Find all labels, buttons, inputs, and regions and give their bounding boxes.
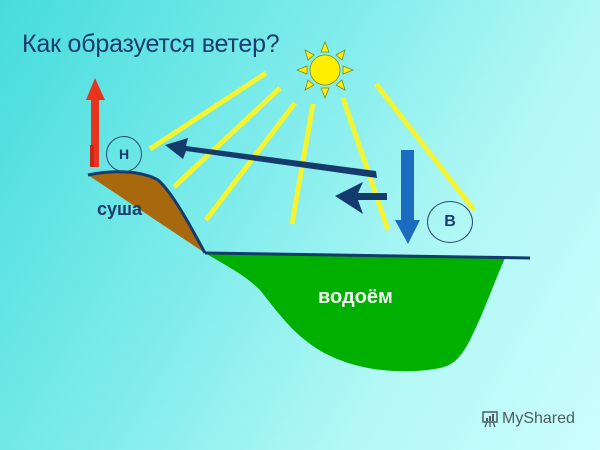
sun-rays xyxy=(148,70,476,231)
high-pressure-text: В xyxy=(444,213,456,230)
watermark-text: MyShared xyxy=(502,410,575,427)
shoreline xyxy=(204,251,531,260)
sun-ray xyxy=(148,70,268,152)
high-pressure-label: В xyxy=(427,201,473,243)
land-outline xyxy=(87,170,207,254)
page-title: Как образуется ветер? xyxy=(22,30,280,58)
presentation-board-icon xyxy=(482,411,498,428)
sun-ray xyxy=(172,86,282,189)
land-shape xyxy=(88,171,205,253)
lower-wind-arrow-icon xyxy=(335,182,387,214)
wind-arrows xyxy=(165,138,387,214)
low-pressure-text: Н xyxy=(118,146,130,162)
warm-air-arrow-up-icon xyxy=(86,78,105,167)
low-pressure-label: Н xyxy=(106,136,142,172)
water-body-shape xyxy=(205,253,505,372)
water-label: водоём xyxy=(318,286,393,308)
sun-ray xyxy=(340,97,391,231)
land-label: суша xyxy=(97,199,143,219)
arrow-shadow xyxy=(90,145,94,167)
sun-ray xyxy=(374,82,476,212)
watermark: MyShared xyxy=(481,410,575,428)
sun-icon xyxy=(295,40,355,100)
cool-air-arrow-down-icon xyxy=(395,150,420,244)
upper-wind-arrow-icon xyxy=(165,138,377,178)
sun-ray xyxy=(204,101,297,222)
